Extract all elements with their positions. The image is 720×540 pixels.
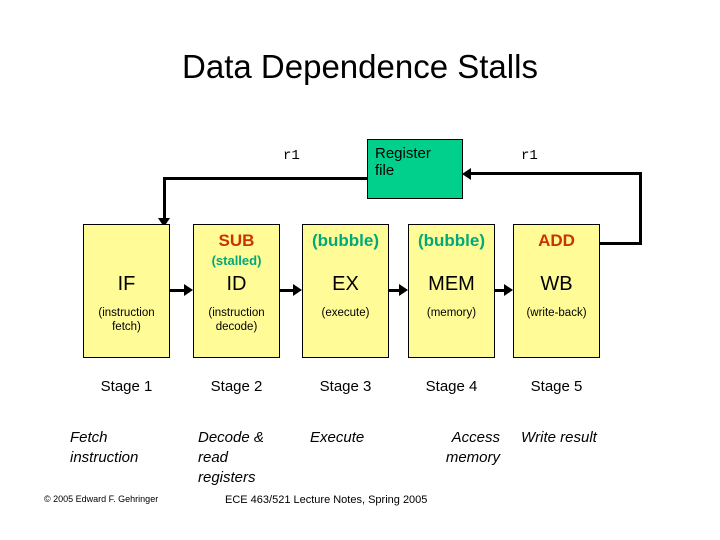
stage-italic-desc-3: Execute bbox=[310, 429, 365, 446]
stage-italic-desc-2: Decode & read registers bbox=[198, 429, 264, 486]
stage-number-4: Stage 4 bbox=[425, 378, 478, 395]
stage-top-note: (bubble) bbox=[417, 231, 486, 250]
stage-top-note: ADD bbox=[538, 231, 575, 250]
stage-description: (execute) bbox=[321, 307, 370, 319]
pipeline-stage-box-if: IF (instruction fetch) bbox=[83, 224, 170, 358]
stage-italic-desc-4: Access memory bbox=[445, 429, 500, 466]
stage-description: (memory) bbox=[426, 307, 477, 319]
wire-add-to-regfile-lower bbox=[580, 242, 642, 245]
stage-number-5: Stage 5 bbox=[530, 378, 583, 395]
stage-sub-note: (stalled) bbox=[211, 253, 262, 268]
arrowhead-ex-to-mem bbox=[399, 284, 408, 296]
bus-label-right: r1 bbox=[521, 148, 538, 164]
arrowhead-mem-to-wb bbox=[504, 284, 513, 296]
stage-description: (instruction fetch) bbox=[98, 307, 155, 333]
stage-description: (write-back) bbox=[526, 307, 587, 319]
pipeline-arrow-if-to-id bbox=[170, 289, 185, 292]
register-file-label-line2: file bbox=[375, 162, 395, 179]
bus-label-left: r1 bbox=[283, 148, 300, 164]
stage-top-note: SUB bbox=[218, 231, 255, 250]
arrowhead-if-to-id bbox=[184, 284, 193, 296]
footer-copyright: © 2005 Edward F. Gehringer bbox=[44, 494, 159, 504]
stage-name: WB bbox=[540, 273, 573, 295]
pipeline-stage-box-wb: ADD WB (write-back) bbox=[513, 224, 600, 358]
arrowhead-id-to-ex bbox=[293, 284, 302, 296]
wire-add-to-regfile-vertical bbox=[639, 172, 642, 245]
pipeline-arrow-mem-to-wb bbox=[495, 289, 505, 292]
stage-name: EX bbox=[332, 273, 359, 295]
stage-italic-desc-5: Write result bbox=[521, 429, 597, 446]
pipeline-stage-box-ex: (bubble) EX (execute) bbox=[302, 224, 389, 358]
stage-number-3: Stage 3 bbox=[319, 378, 372, 395]
pipeline-stage-box-id: SUB (stalled) ID (instruction decode) bbox=[193, 224, 280, 358]
wire-add-to-regfile-upper bbox=[470, 172, 642, 175]
pipeline-stage-box-mem: (bubble) MEM (memory) bbox=[408, 224, 495, 358]
register-file-box: Register file bbox=[367, 139, 463, 199]
pipeline-arrow-ex-to-mem bbox=[389, 289, 400, 292]
pipeline-arrow-id-to-ex bbox=[280, 289, 294, 292]
stage-top-note: (bubble) bbox=[311, 231, 380, 250]
stage-number-1: Stage 1 bbox=[100, 378, 153, 395]
stage-description: (instruction decode) bbox=[208, 307, 265, 333]
arrowhead-down-into-id bbox=[158, 218, 170, 227]
wire-regfile-to-id-vertical bbox=[163, 177, 166, 222]
stage-number-2: Stage 2 bbox=[210, 378, 263, 395]
arrowhead-left-into-register-file bbox=[462, 168, 471, 180]
wire-regfile-to-id-horizontal bbox=[163, 177, 368, 180]
register-file-label-line1: Register bbox=[375, 145, 431, 162]
stage-italic-desc-1: Fetch instruction bbox=[70, 429, 139, 466]
stage-name: MEM bbox=[428, 273, 475, 295]
stage-name: IF bbox=[117, 273, 136, 295]
stage-name: ID bbox=[226, 273, 247, 295]
page-title: Data Dependence Stalls bbox=[182, 48, 538, 85]
footer-course-note: ECE 463/521 Lecture Notes, Spring 2005 bbox=[225, 494, 428, 506]
